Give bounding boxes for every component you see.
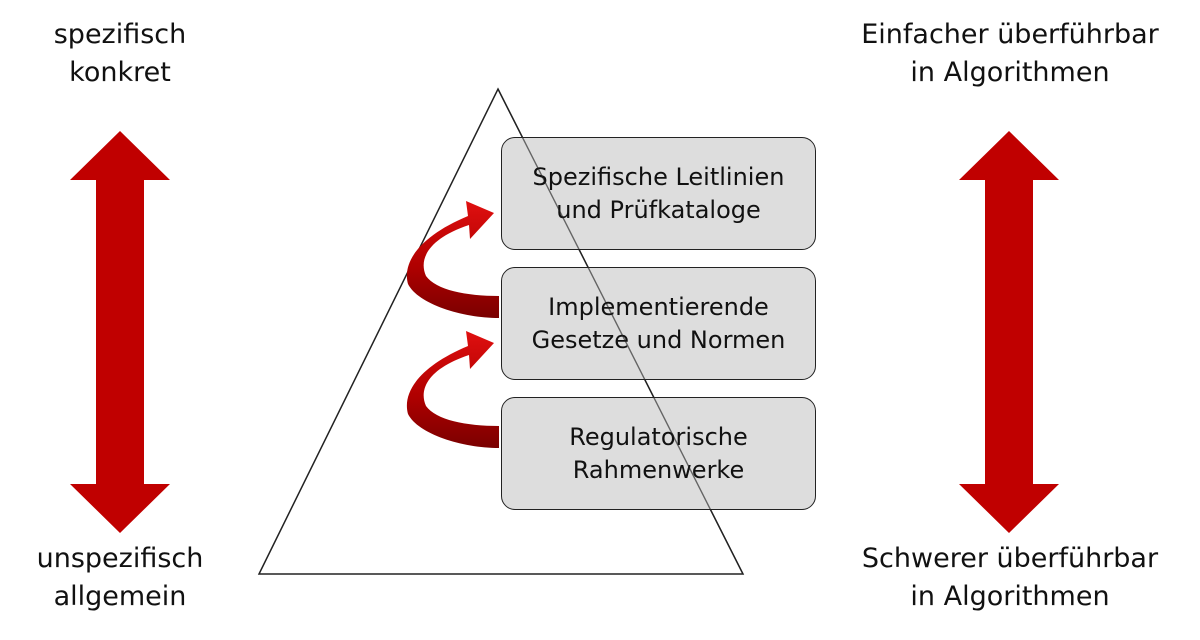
left-double-arrow xyxy=(70,131,170,533)
level-box-regulatory-frameworks: Regulatorische Rahmenwerke xyxy=(501,397,816,510)
level-box-line1: Regulatorische xyxy=(569,422,748,451)
left-top-label: spezifisch konkret xyxy=(20,16,220,92)
left-bottom-line1: unspezifisch xyxy=(36,543,204,574)
left-bottom-label: unspezifisch allgemein xyxy=(20,540,220,616)
level-box-implementing-laws: Implementierende Gesetze und Normen xyxy=(501,267,816,380)
right-bottom-line1: Schwerer überführbar xyxy=(861,543,1159,574)
level-box-line2: und Prüfkataloge xyxy=(556,195,761,224)
right-top-label: Einfacher überführbar in Algorithmen xyxy=(840,16,1180,92)
left-top-line1: spezifisch xyxy=(53,19,187,50)
left-bottom-line2: allgemein xyxy=(53,581,187,612)
left-top-line2: konkret xyxy=(69,57,171,88)
right-double-arrow xyxy=(959,131,1059,533)
curved-arrow-upper xyxy=(406,201,499,318)
level-box-specific-guidelines: Spezifische Leitlinien und Prüfkataloge xyxy=(501,137,816,250)
level-box-line1: Implementierende xyxy=(548,292,769,321)
level-box-line2: Gesetze und Normen xyxy=(531,325,786,354)
right-bottom-line2: in Algorithmen xyxy=(910,581,1110,612)
level-box-line1: Spezifische Leitlinien xyxy=(532,162,785,191)
level-box-line2: Rahmenwerke xyxy=(572,455,745,484)
right-bottom-label: Schwerer überführbar in Algorithmen xyxy=(840,540,1180,616)
right-top-line1: Einfacher überführbar xyxy=(861,19,1159,50)
curved-arrow-lower xyxy=(406,331,499,448)
right-top-line2: in Algorithmen xyxy=(910,57,1110,88)
